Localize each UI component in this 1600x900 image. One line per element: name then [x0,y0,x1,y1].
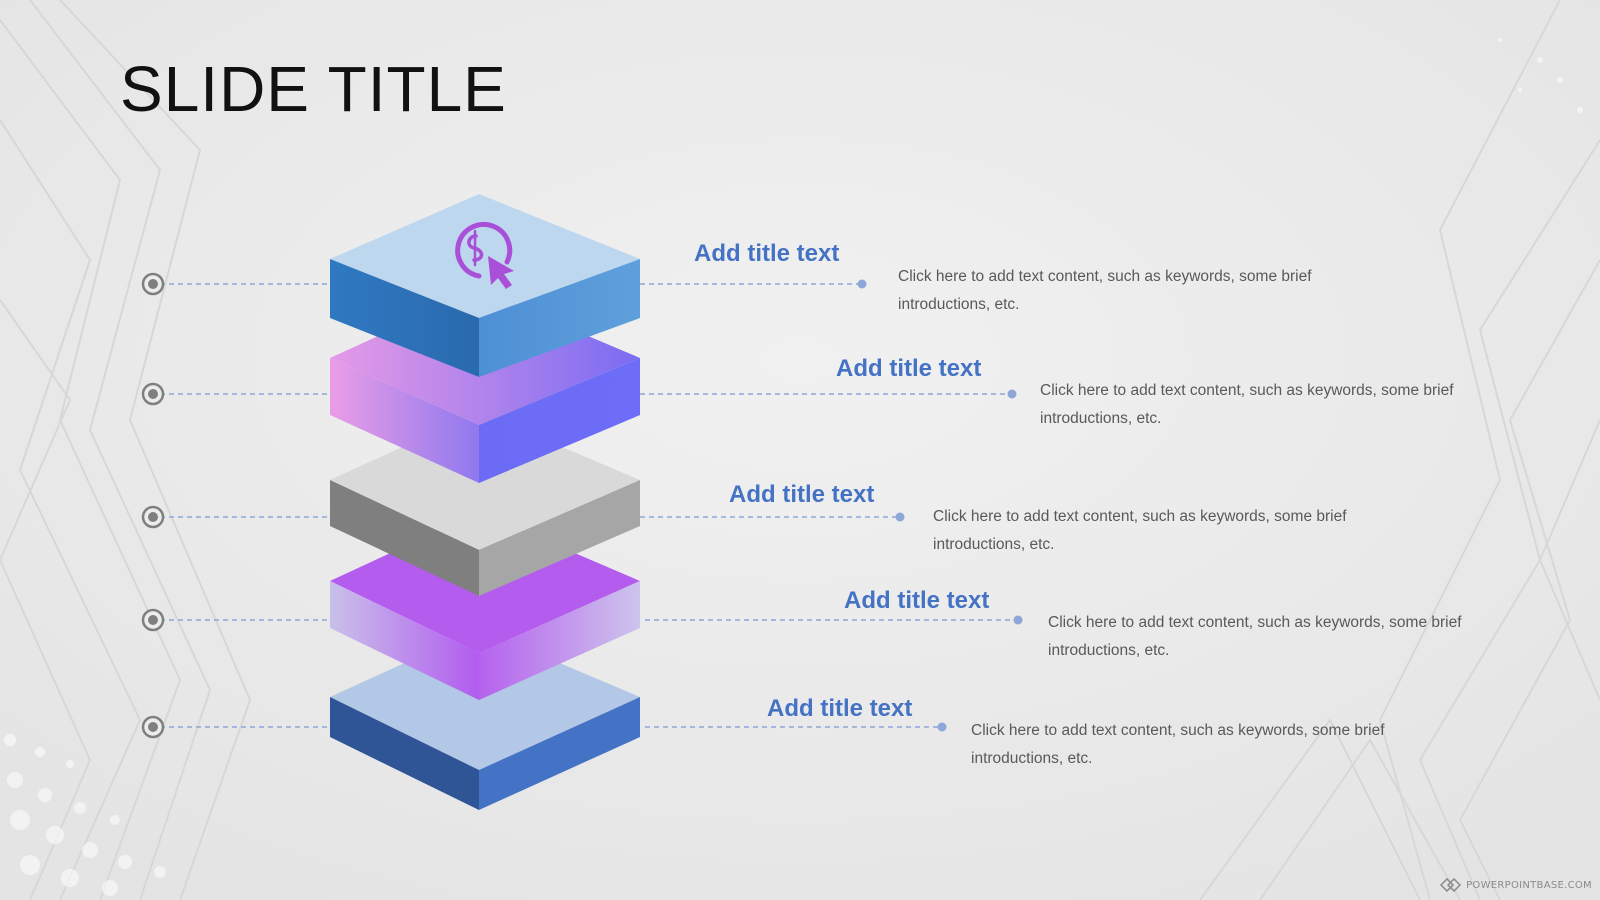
watermark: POWERPOINTBASE.COM [1440,878,1592,892]
marker-5-icon [141,715,165,739]
slide-title: SLIDE TITLE [120,53,507,125]
item-3-description: Click here to add text content, such as … [933,508,1347,553]
item-5-title: Add title text [767,695,913,722]
item-1-description: Click here to add text content, such as … [898,268,1312,313]
marker-2-icon [141,382,165,406]
connector-dot-5 [937,722,947,732]
marker-1-icon [141,272,165,296]
connector-dot-2 [1007,389,1017,399]
item-2-description: Click here to add text content, such as … [1040,382,1454,427]
item-5-description: Click here to add text content, such as … [971,722,1385,767]
connector-dot-4 [1013,615,1023,625]
dollar-cursor-icon [455,221,514,289]
layer-1 [330,194,640,377]
item-2-title: Add title text [836,355,982,382]
connector-dot-1 [857,279,867,289]
marker-4-icon [141,608,165,632]
watermark-text: POWERPOINTBASE.COM [1466,879,1592,891]
connector-dot-3 [895,512,905,522]
item-4-title: Add title text [844,587,990,614]
item-3-title: Add title text [729,481,875,508]
item-4-description: Click here to add text content, such as … [1048,614,1462,659]
marker-3-icon [141,505,165,529]
item-1-title: Add title text [694,240,840,267]
brand-logo-icon [1440,878,1462,892]
